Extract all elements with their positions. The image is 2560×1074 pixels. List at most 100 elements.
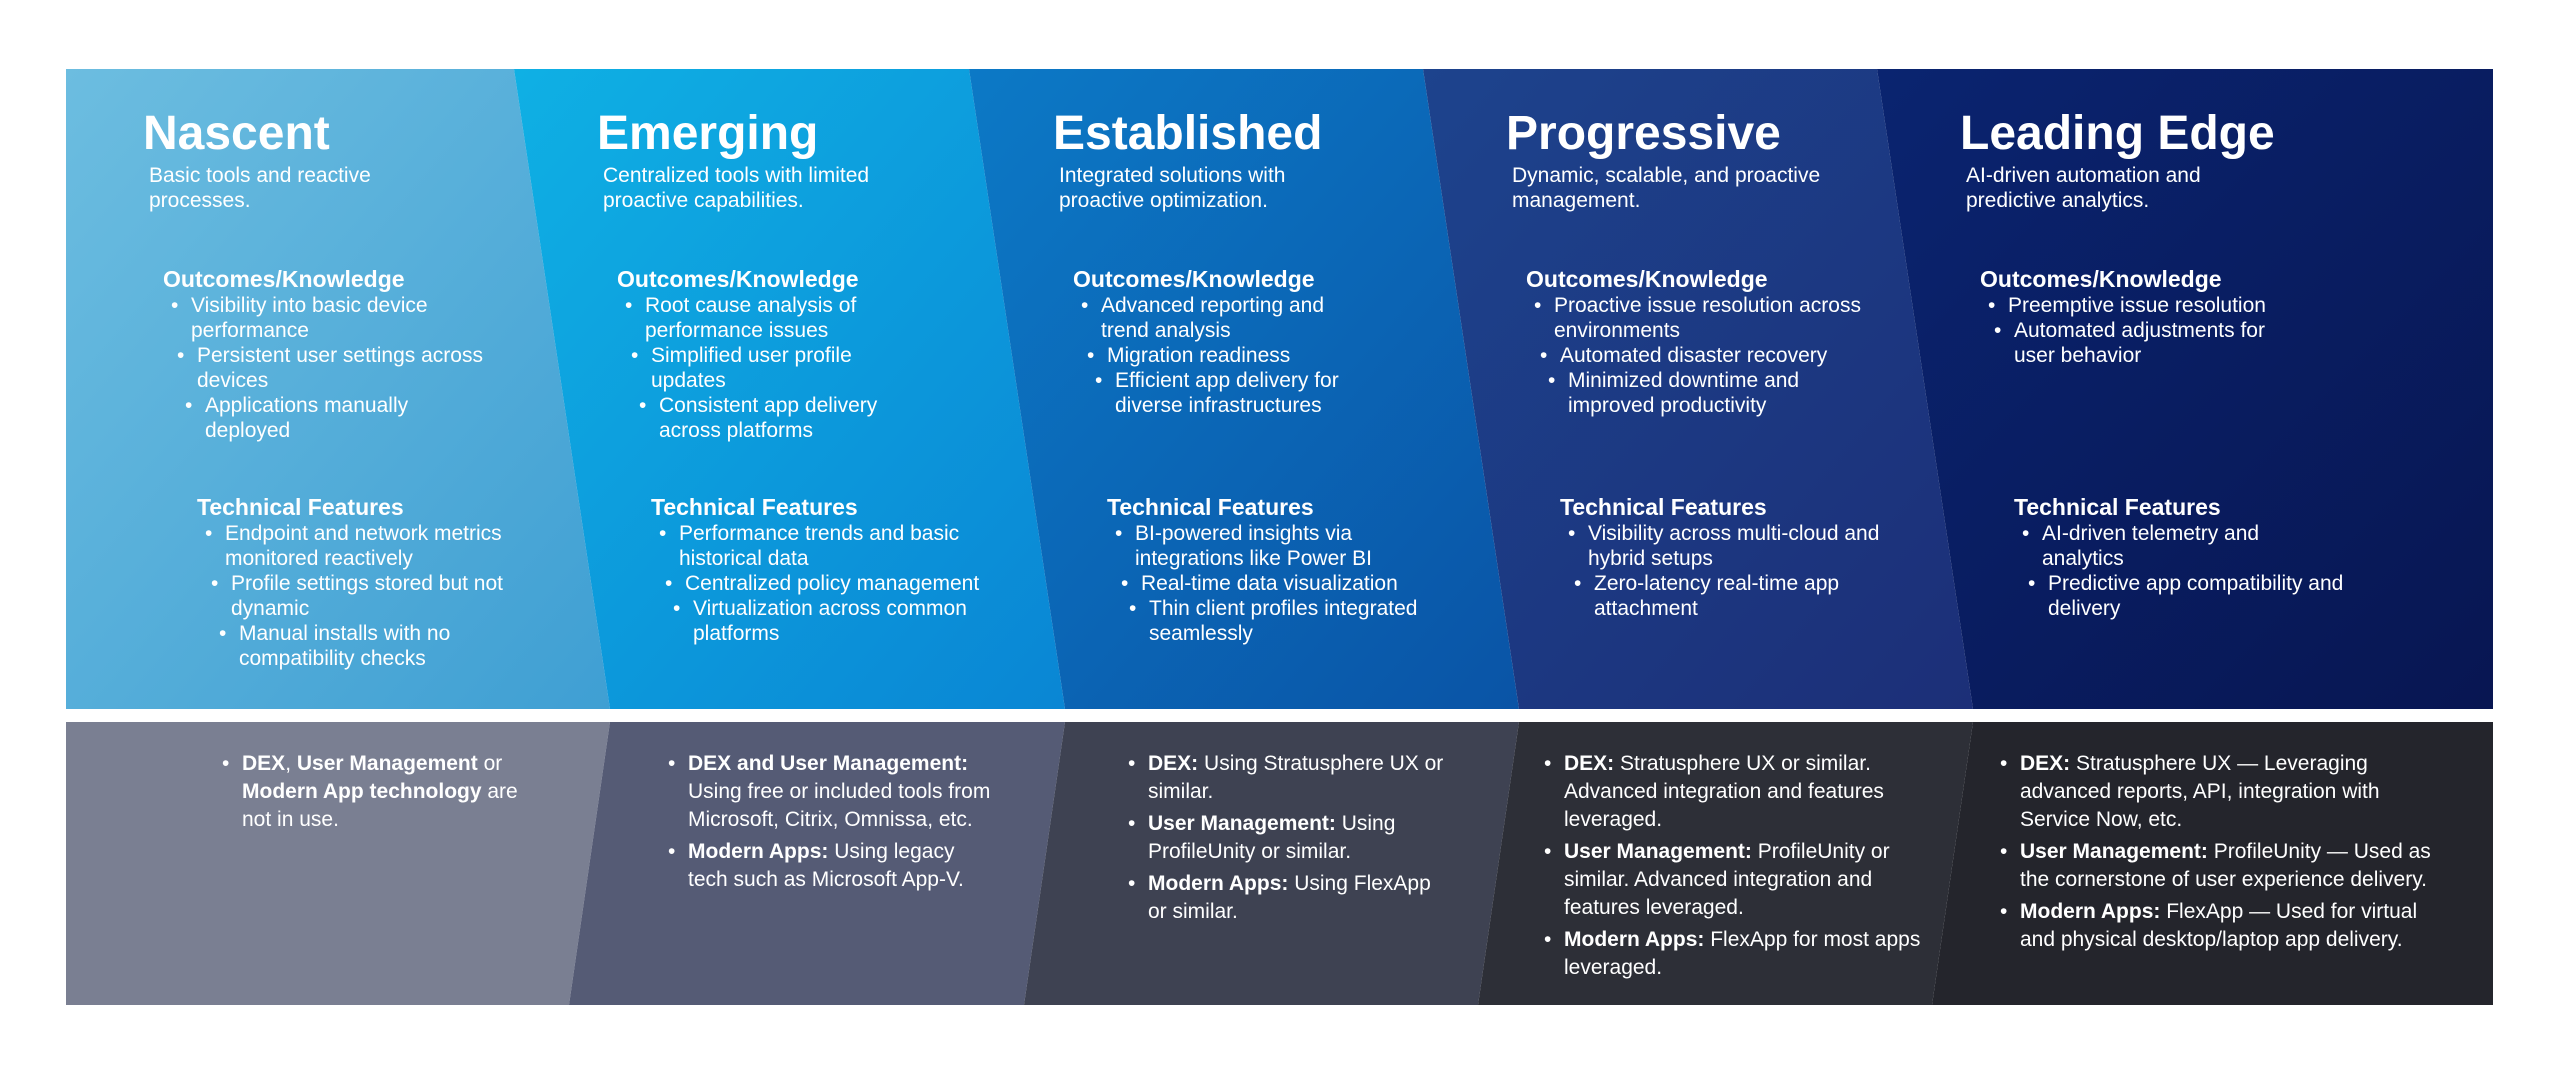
tool-label: User Management: (2020, 840, 2208, 863)
tool-text: , (285, 752, 297, 775)
tech-list-nascent: Endpoint and network metrics monitored r… (199, 521, 549, 671)
tool-text: Using ProfileUnity or similar. (1148, 812, 1396, 863)
tool-item: Modern Apps: Using legacy tech such as M… (662, 838, 992, 894)
tool-text: ProfileUnity or similar. Advanced integr… (1564, 840, 1890, 919)
tool-item: Modern Apps: Using FlexApp or similar. (1122, 870, 1452, 926)
tool-text: FlexApp — Used for virtual and physical … (2020, 900, 2418, 951)
outcome-item: Automated adjustments for user behavior (1988, 318, 2302, 368)
tech-item: Thin client profiles integrated seamless… (1123, 596, 1459, 646)
tech-list-established: BI-powered insights via integrations lik… (1109, 521, 1459, 646)
tool-item: User Management: ProfileUnity or similar… (1538, 838, 1928, 922)
tool-text: Using free or included tools from Micros… (688, 780, 991, 831)
tool-list-emerging: DEX and User Management: Using free or i… (662, 750, 992, 898)
tool-item: DEX, User Management or Modern App techn… (216, 750, 546, 834)
tech-heading-leading-edge: Technical Features (2014, 494, 2221, 520)
stage-subtitle-leading-edge: AI-driven automation and predictive anal… (1966, 164, 2201, 212)
outcomes-heading-nascent: Outcomes/Knowledge (163, 266, 405, 292)
stage-title-progressive: Progressive (1506, 107, 1781, 160)
tool-item: DEX: Stratusphere UX or similar. Advance… (1538, 750, 1928, 834)
outcomes-heading-established: Outcomes/Knowledge (1073, 266, 1315, 292)
stage-subtitle-emerging: Centralized tools with limited proactive… (603, 164, 870, 212)
tool-text: ProfileUnity — Used as the cornerstone o… (2020, 840, 2431, 891)
tech-item: Centralized policy management (659, 571, 1003, 596)
tech-item: Endpoint and network metrics monitored r… (199, 521, 549, 571)
tool-label: DEX: (1148, 752, 1199, 775)
outcome-item: Efficient app delivery for diverse infra… (1089, 368, 1375, 418)
outcome-item: Root cause analysis of performance issue… (619, 293, 919, 343)
outcome-item: Advanced reporting and trend analysis (1075, 293, 1375, 343)
outcome-item: Migration readiness (1081, 343, 1375, 368)
tool-item: User Management: Using ProfileUnity or s… (1122, 810, 1452, 866)
stage-subtitle-progressive: Dynamic, scalable, and proactive managem… (1512, 164, 1821, 212)
tool-text: Using legacy tech such as Microsoft App-… (688, 840, 964, 891)
tech-heading-established: Technical Features (1107, 494, 1314, 520)
tech-item: Manual installs with no compatibility ch… (213, 621, 549, 671)
stage-title-emerging: Emerging (597, 107, 819, 160)
outcome-item: Preemptive issue resolution (1982, 293, 2302, 318)
outcome-item: Consistent app delivery across platforms (633, 393, 919, 443)
tool-list-leading-edge: DEX: Stratusphere UX — Leveraging advanc… (1994, 750, 2454, 958)
tool-text: Using Stratusphere UX or similar. (1148, 752, 1444, 803)
tool-text: FlexApp for most apps leveraged. (1564, 928, 1921, 979)
stage-title-leading-edge: Leading Edge (1960, 107, 2275, 160)
tool-label: DEX and User Management: (688, 752, 969, 775)
tool-text: are not in use. (242, 780, 518, 831)
tech-item: Performance trends and basic historical … (653, 521, 1003, 571)
outcomes-list-progressive: Proactive issue resolution across enviro… (1528, 293, 1868, 418)
tool-list-progressive: DEX: Stratusphere UX or similar. Advance… (1538, 750, 1928, 986)
tool-text: or (477, 752, 503, 775)
tool-label: Modern Apps: (688, 840, 829, 863)
tech-list-emerging: Performance trends and basic historical … (653, 521, 1003, 646)
outcome-item: Visibility into basic device performance (165, 293, 485, 343)
tool-text: Using FlexApp or similar. (1148, 872, 1431, 923)
tech-heading-nascent: Technical Features (197, 494, 404, 520)
tool-text: Stratusphere UX or similar. Advanced int… (1564, 752, 1884, 831)
tool-label: User Management: (1148, 812, 1336, 835)
outcomes-heading-leading-edge: Outcomes/Knowledge (1980, 266, 2222, 292)
tool-label: Modern Apps: (2020, 900, 2161, 923)
tool-list-nascent: DEX, User Management or Modern App techn… (216, 750, 546, 838)
tool-label: DEX: (2020, 752, 2071, 775)
stage-title-nascent: Nascent (143, 107, 330, 160)
tool-item: Modern Apps: FlexApp — Used for virtual … (1994, 898, 2454, 954)
tool-label: DEX (242, 752, 286, 775)
outcome-item: Persistent user settings across devices (171, 343, 485, 393)
tool-list-established: DEX: Using Stratusphere UX or similar.Us… (1122, 750, 1452, 930)
tool-item: DEX: Stratusphere UX — Leveraging advanc… (1994, 750, 2454, 834)
tech-item: Zero-latency real-time app attachment (1568, 571, 1892, 621)
tool-label: Modern Apps: (1148, 872, 1289, 895)
tech-item: AI-driven telemetry and analytics (2016, 521, 2346, 571)
outcomes-list-nascent: Visibility into basic device performance… (165, 293, 485, 443)
tech-heading-progressive: Technical Features (1560, 494, 1767, 520)
outcomes-list-emerging: Root cause analysis of performance issue… (619, 293, 919, 443)
outcomes-list-established: Advanced reporting and trend analysisMig… (1075, 293, 1375, 418)
tech-list-progressive: Visibility across multi-cloud and hybrid… (1562, 521, 1892, 621)
tool-label: Modern Apps: (1564, 928, 1705, 951)
tech-item: Visibility across multi-cloud and hybrid… (1562, 521, 1892, 571)
outcome-item: Applications manually deployed (179, 393, 485, 443)
tool-item: User Management: ProfileUnity — Used as … (1994, 838, 2454, 894)
stage-subtitle-nascent: Basic tools and reactive processes. (149, 164, 371, 212)
tool-text: Stratusphere UX — Leveraging advanced re… (2020, 752, 2380, 831)
tool-item: Modern Apps: FlexApp for most apps lever… (1538, 926, 1928, 982)
tool-label: DEX: (1564, 752, 1615, 775)
outcomes-heading-emerging: Outcomes/Knowledge (617, 266, 859, 292)
tool-label: Modern App technology (242, 780, 482, 803)
tool-item: DEX: Using Stratusphere UX or similar. (1122, 750, 1452, 806)
tech-item: Profile settings stored but not dynamic (205, 571, 549, 621)
tech-item: Virtualization across common platforms (667, 596, 1003, 646)
tech-item: BI-powered insights via integrations lik… (1109, 521, 1459, 571)
outcomes-list-leading-edge: Preemptive issue resolutionAutomated adj… (1982, 293, 2302, 368)
tool-label: User Management: (1564, 840, 1752, 863)
tech-item: Real-time data visualization (1115, 571, 1459, 596)
tool-label: User Management (296, 752, 478, 775)
outcome-item: Simplified user profile updates (625, 343, 919, 393)
stage-subtitle-established: Integrated solutions with proactive opti… (1059, 164, 1286, 212)
stage-title-established: Established (1053, 107, 1323, 160)
tech-item: Predictive app compatibility and deliver… (2022, 571, 2346, 621)
tool-item: DEX and User Management: Using free or i… (662, 750, 992, 834)
tech-heading-emerging: Technical Features (651, 494, 858, 520)
tech-list-leading-edge: AI-driven telemetry and analyticsPredict… (2016, 521, 2346, 621)
outcome-item: Proactive issue resolution across enviro… (1528, 293, 1868, 343)
